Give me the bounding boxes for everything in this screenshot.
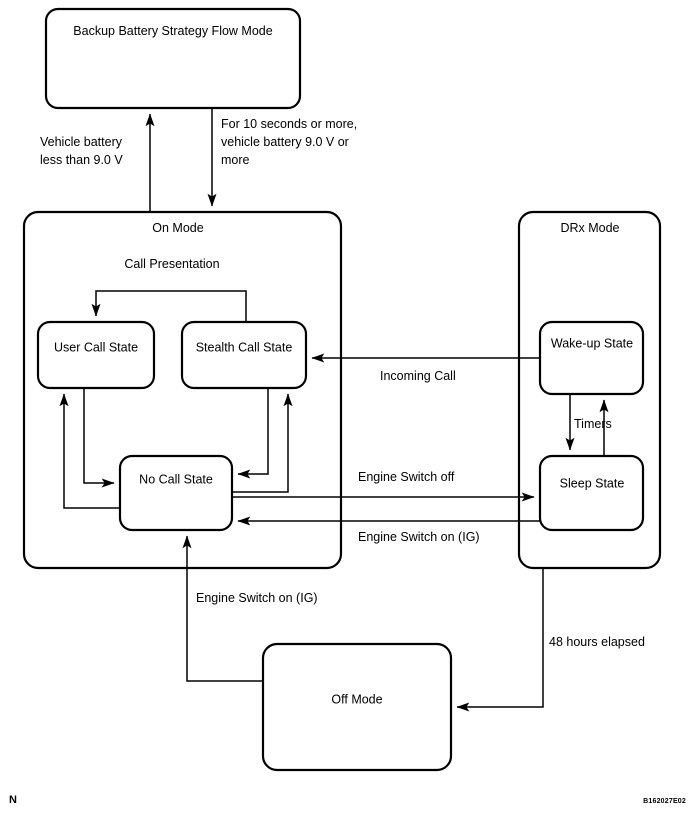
node-sleep-state[interactable]: [538, 454, 645, 532]
node-no-call-state[interactable]: [118, 454, 234, 532]
edge-no-call-to-user-call: [59, 393, 120, 509]
edge-label-battery-ok-line3: more: [221, 153, 250, 167]
edge-label-engine-switch-off: Engine Switch off: [358, 470, 455, 484]
label-backup-battery-mode: Backup Battery Strategy Flow Mode: [73, 24, 272, 38]
node-user-call-state[interactable]: [36, 320, 156, 390]
label-drx-mode: DRx Mode: [560, 221, 619, 235]
edge-label-engine-switch-on-ig-right: Engine Switch on (IG): [358, 530, 480, 544]
edge-label-battery-ok-line2: vehicle battery 9.0 V or: [221, 135, 349, 149]
label-user-call-state: User Call State: [54, 340, 138, 354]
label-sleep-state: Sleep State: [560, 476, 625, 490]
node-wake-up-state[interactable]: [538, 320, 645, 396]
edge-user-call-to-no-call: [83, 388, 115, 488]
edge-label-engine-switch-on-ig-bottom: Engine Switch on (IG): [196, 591, 318, 605]
figure-id-code: B162027E02: [643, 798, 686, 805]
corner-mark-n: N: [9, 794, 17, 806]
edge-label-vehicle-battery-low-line1: Vehicle battery: [40, 135, 123, 149]
node-off-mode[interactable]: [261, 642, 453, 772]
edge-no-call-to-stealth: [232, 393, 293, 493]
label-no-call-state: No Call State: [139, 472, 213, 486]
edge-label-incoming-call: Incoming Call: [380, 369, 456, 383]
edge-label-timers: Timers: [574, 417, 612, 431]
label-wake-up-state: Wake-up State: [551, 336, 633, 350]
container-drx-mode[interactable]: [517, 210, 662, 570]
edge-label-battery-ok-line1: For 10 seconds or more,: [221, 117, 357, 131]
label-stealth-call-state: Stealth Call State: [196, 340, 293, 354]
label-on-mode: On Mode: [152, 221, 203, 235]
edge-stealth-to-no-call: [237, 388, 269, 479]
container-on-mode[interactable]: [22, 210, 343, 570]
edge-drx-to-off-mode-48-hours: [456, 568, 544, 712]
edge-stealth-to-user-call: [91, 290, 247, 322]
label-call-presentation: Call Presentation: [124, 257, 219, 271]
edge-off-mode-to-no-call-engine-on: [182, 535, 263, 682]
label-off-mode: Off Mode: [331, 692, 382, 706]
edge-label-48-hours-elapsed: 48 hours elapsed: [549, 635, 645, 649]
node-stealth-call-state[interactable]: [180, 320, 308, 390]
node-backup-battery-mode[interactable]: [44, 7, 302, 110]
edge-label-vehicle-battery-low-line2: less than 9.0 V: [40, 153, 123, 167]
